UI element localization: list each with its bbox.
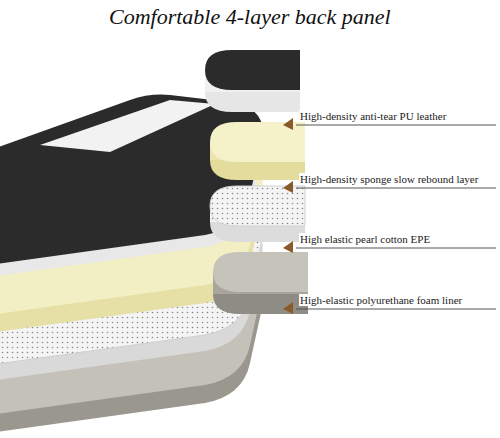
pu-leather-piece xyxy=(205,50,300,112)
diagram-title: Comfortable 4-layer back panel xyxy=(109,4,391,30)
sponge-piece xyxy=(210,122,305,180)
callout-markers xyxy=(283,118,293,314)
layer-label: High elastic pearl cotton EPE xyxy=(299,233,431,245)
layer-label: High-density anti-tear PU leather xyxy=(299,110,447,122)
foam-piece xyxy=(213,252,308,314)
layer-label: High-density sponge slow rebound layer xyxy=(299,173,479,185)
leader-lines xyxy=(296,125,496,309)
epe-piece xyxy=(210,186,305,242)
pu-leather-layer xyxy=(0,95,263,277)
layer-label: High-elastic polyurethane foam liner xyxy=(299,294,463,306)
